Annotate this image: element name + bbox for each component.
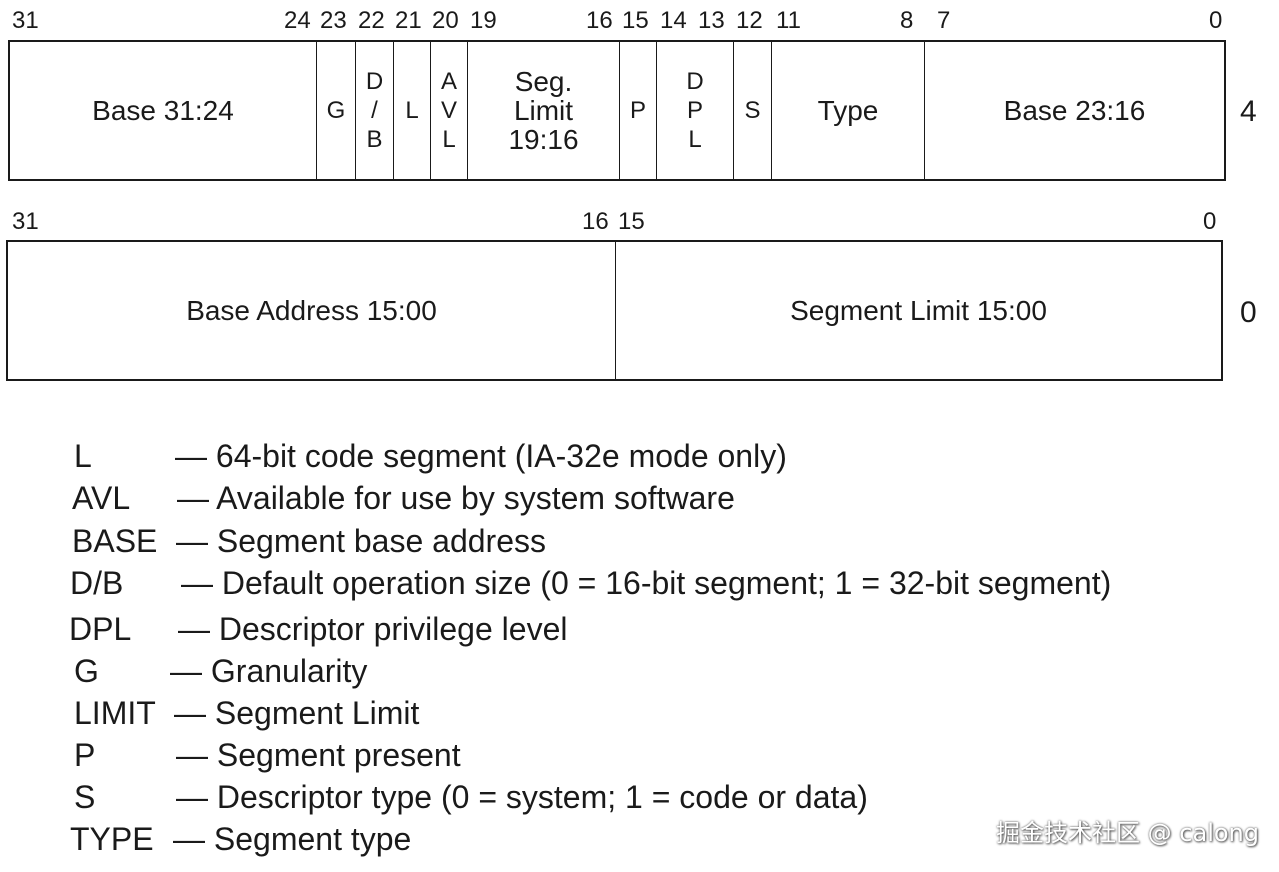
bit-number: 12 [736,7,763,34]
field-d-b: D / B [356,42,394,179]
legend-abbr: AVL [72,480,131,516]
field-segment-limit-15-00: Segment Limit 15:00 [616,242,1221,379]
legend-abbr: BASE [72,523,158,559]
field-label: Segment Limit 15:00 [790,295,1047,326]
bit-number: 21 [395,7,422,34]
bit-number: 31 [12,208,39,235]
field-base-31-24: Base 31:24 [10,42,317,179]
bit-number: 20 [432,7,459,34]
field-l: L [394,42,431,179]
field-label: A [440,68,457,95]
bit-number: 15 [618,208,645,235]
legend-abbr: DPL [69,611,132,647]
field-label: P [686,97,703,124]
field-seg-limit-19-16: Seg. Limit 19:16 [468,42,620,179]
bit-number: 16 [586,7,613,34]
field-label: P [629,97,646,124]
field-label: Base 23:16 [1003,95,1146,126]
field-base-23-16: Base 23:16 [925,42,1224,179]
bit-number: 0 [1203,208,1217,235]
legend-abbr: L [74,438,92,474]
field-base-address-15-00: Base Address 15:00 [8,242,616,379]
legend-desc: — Default operation size (0 = 16-bit seg… [181,565,1112,601]
field-label: D [686,68,704,95]
legend-abbr: D/B [70,565,124,601]
legend-desc: — Segment type [173,821,412,857]
byte-offset-label: 4 [1240,95,1257,128]
legend-abbr: P [74,737,96,773]
legend-desc: — Granularity [170,653,368,689]
field-label: L [688,126,702,153]
field-label: / [371,97,378,124]
field-label: Base Address 15:00 [186,295,437,326]
upper-word-row: Base 31:24 G D / B L A V L Seg. Limit 19… [8,40,1226,181]
watermark: 掘金技术社区 @ calong [996,819,1259,847]
bit-number: 22 [358,7,385,34]
lower-word-row: Base Address 15:00 Segment Limit 15:00 [6,240,1223,381]
bit-number: 13 [698,7,725,34]
legend-abbr: LIMIT [74,695,156,731]
field-label: S [744,97,761,124]
field-avl: A V L [431,42,468,179]
bit-number: 11 [776,7,801,34]
legend-abbr: G [74,653,99,689]
field-s: S [734,42,772,179]
field-label: 19:16 [508,124,579,155]
legend-abbr: TYPE [70,821,154,857]
field-p: P [620,42,657,179]
legend-desc: — Segment present [176,737,461,773]
field-label: V [440,97,457,124]
bit-number: 16 [582,208,609,235]
field-label: Seg. [514,66,573,97]
legend-desc: — 64-bit code segment (IA-32e mode only) [175,438,787,474]
field-label: L [442,126,456,153]
legend-desc: — Descriptor type (0 = system; 1 = code … [176,779,868,815]
field-label: G [326,97,346,124]
bit-number: 31 [12,7,39,34]
bit-number: 24 [284,7,311,34]
field-dpl: D P L [657,42,734,179]
bit-number: 14 [660,7,687,34]
legend-desc: — Available for use by system software [177,480,735,516]
field-label: Base 31:24 [92,95,234,126]
field-label: Type [817,95,879,126]
field-type: Type [772,42,925,179]
legend-abbr: S [74,779,96,815]
bit-number: 19 [470,7,497,34]
field-g: G [317,42,356,179]
legend-desc: — Descriptor privilege level [178,611,568,647]
legend-desc: — Segment base address [176,523,546,559]
bit-number: 0 [1209,7,1223,34]
byte-offset-label: 0 [1240,296,1257,329]
bit-number: 23 [320,7,347,34]
field-label: D [365,68,384,95]
bit-number: 8 [900,7,914,34]
field-label: L [405,97,419,124]
bit-number: 15 [622,7,649,34]
field-label: B [366,126,383,153]
field-label: Limit [513,95,574,126]
bit-number: 7 [937,7,951,34]
legend-desc: — Segment Limit [174,695,420,731]
